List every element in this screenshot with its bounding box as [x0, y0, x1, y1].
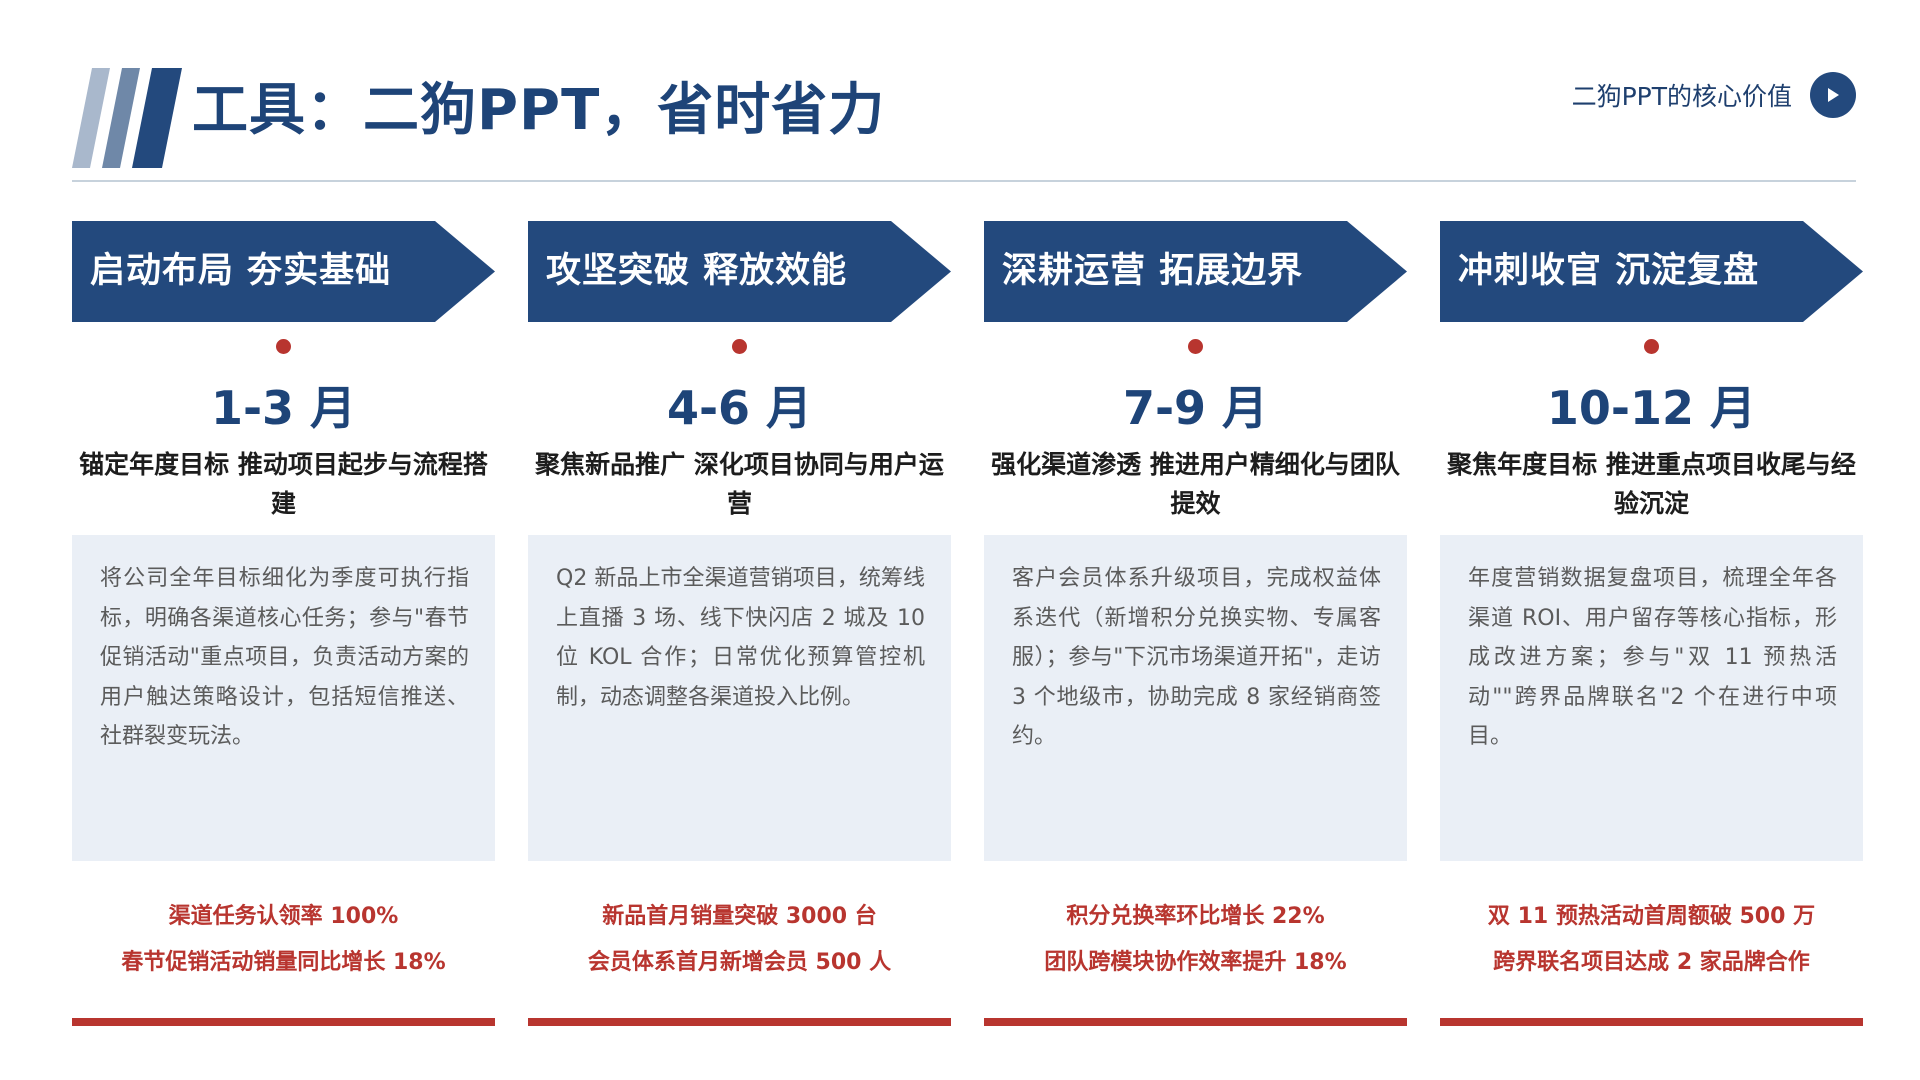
arrow-banner-shape: [528, 221, 951, 322]
timeline-dot: [732, 339, 747, 354]
phase-goal: 聚焦年度目标 推进重点项目收尾与经验沉淀: [1447, 450, 1856, 518]
phase-description: Q2 新品上市全渠道营销项目，统筹线上直播 3 场、线下快闪店 2 城及 10 …: [556, 566, 925, 710]
result-metric: 春节促销活动销量同比增长 18%: [121, 950, 446, 975]
result-metric: 团队跨模块协作效率提升 18%: [1044, 950, 1347, 975]
phase-months: 7-9 月: [1122, 381, 1269, 435]
phase-column-q4: 冲刺收官 沉淀复盘 10-12 月 聚焦年度目标 推进重点项目收尾与经验沉淀 年…: [1440, 221, 1863, 1027]
phase-banner: 冲刺收官 沉淀复盘: [1440, 221, 1863, 322]
phase-description: 将公司全年目标细化为季度可执行指标，明确各渠道核心任务；参与"春节促销活动"重点…: [100, 566, 469, 749]
phase-goal: 聚焦新品推广 深化项目协同与用户运营: [535, 450, 944, 518]
header-divider: [72, 180, 1856, 182]
timeline-dot: [1188, 339, 1203, 354]
description-panel: 年度营销数据复盘项目，梳理全年各渠道 ROI、用户留存等核心指标，形成改进方案；…: [1440, 535, 1863, 861]
timeline-dot: [1644, 339, 1659, 354]
result-metric: 跨界联名项目达成 2 家品牌合作: [1493, 950, 1810, 975]
phase-months: 4-6 月: [666, 381, 813, 435]
phase-months: 10-12 月: [1546, 381, 1757, 435]
phase-banner: 攻坚突破 释放效能: [528, 221, 951, 322]
result-metric: 渠道任务认领率 100%: [168, 904, 399, 929]
phase-title: 攻坚突破 释放效能: [546, 251, 848, 291]
phase-title: 冲刺收官 沉淀复盘: [1458, 251, 1760, 291]
timeline-dot: [276, 339, 291, 354]
bottom-accent-bar: [528, 1018, 951, 1026]
phase-goal: 强化渠道渗透 推进用户精细化与团队提效: [991, 450, 1400, 518]
phase-title: 启动布局 夯实基础: [90, 251, 392, 291]
bottom-accent-bar: [984, 1018, 1407, 1026]
play-icon[interactable]: [1810, 72, 1856, 118]
phase-column-q2: 攻坚突破 释放效能 4-6 月 聚焦新品推广 深化项目协同与用户运营 Q2 新品…: [528, 221, 951, 1027]
phase-column-q3: 深耕运营 拓展边界 7-9 月 强化渠道渗透 推进用户精细化与团队提效 客户会员…: [984, 221, 1407, 1027]
bottom-accent-bar: [1440, 1018, 1863, 1026]
description-panel: 客户会员体系升级项目，完成权益体系迭代（新增积分兑换实物、专属客服）；参与"下沉…: [984, 535, 1407, 861]
phase-months: 1-3 月: [210, 381, 357, 435]
phase-goal: 锚定年度目标 推动项目起步与流程搭建: [79, 450, 488, 518]
arrow-banner-shape: [984, 221, 1407, 322]
phase-description: 年度营销数据复盘项目，梳理全年各渠道 ROI、用户留存等核心指标，形成改进方案；…: [1468, 566, 1837, 749]
phase-column-q1: 启动布局 夯实基础 1-3 月 锚定年度目标 推动项目起步与流程搭建 将公司全年…: [72, 221, 495, 1027]
description-panel: 将公司全年目标细化为季度可执行指标，明确各渠道核心任务；参与"春节促销活动"重点…: [72, 535, 495, 861]
description-panel: Q2 新品上市全渠道营销项目，统筹线上直播 3 场、线下快闪店 2 城及 10 …: [528, 535, 951, 861]
page-title: 工具：二狗PPT，省时省力: [192, 78, 886, 143]
core-value-link-label: 二狗PPT的核心价值: [1571, 82, 1792, 111]
phase-title: 深耕运营 拓展边界: [1002, 251, 1304, 291]
core-value-link[interactable]: 二狗PPT的核心价值: [1572, 72, 1856, 118]
result-metric: 双 11 预热活动首周额破 500 万: [1487, 904, 1816, 929]
result-metric: 积分兑换率环比增长 22%: [1066, 904, 1325, 929]
arrow-banner-shape: [72, 221, 495, 322]
phase-banner: 深耕运营 拓展边界: [984, 221, 1407, 322]
result-metric: 会员体系首月新增会员 500 人: [587, 950, 892, 975]
phase-description: 客户会员体系升级项目，完成权益体系迭代（新增积分兑换实物、专属客服）；参与"下沉…: [1012, 566, 1381, 749]
arrow-banner-shape: [1440, 221, 1863, 322]
phase-banner: 启动布局 夯实基础: [72, 221, 495, 322]
result-metric: 新品首月销量突破 3000 台: [602, 904, 877, 929]
title-stripes-decoration: [72, 68, 182, 168]
bottom-accent-bar: [72, 1018, 495, 1026]
